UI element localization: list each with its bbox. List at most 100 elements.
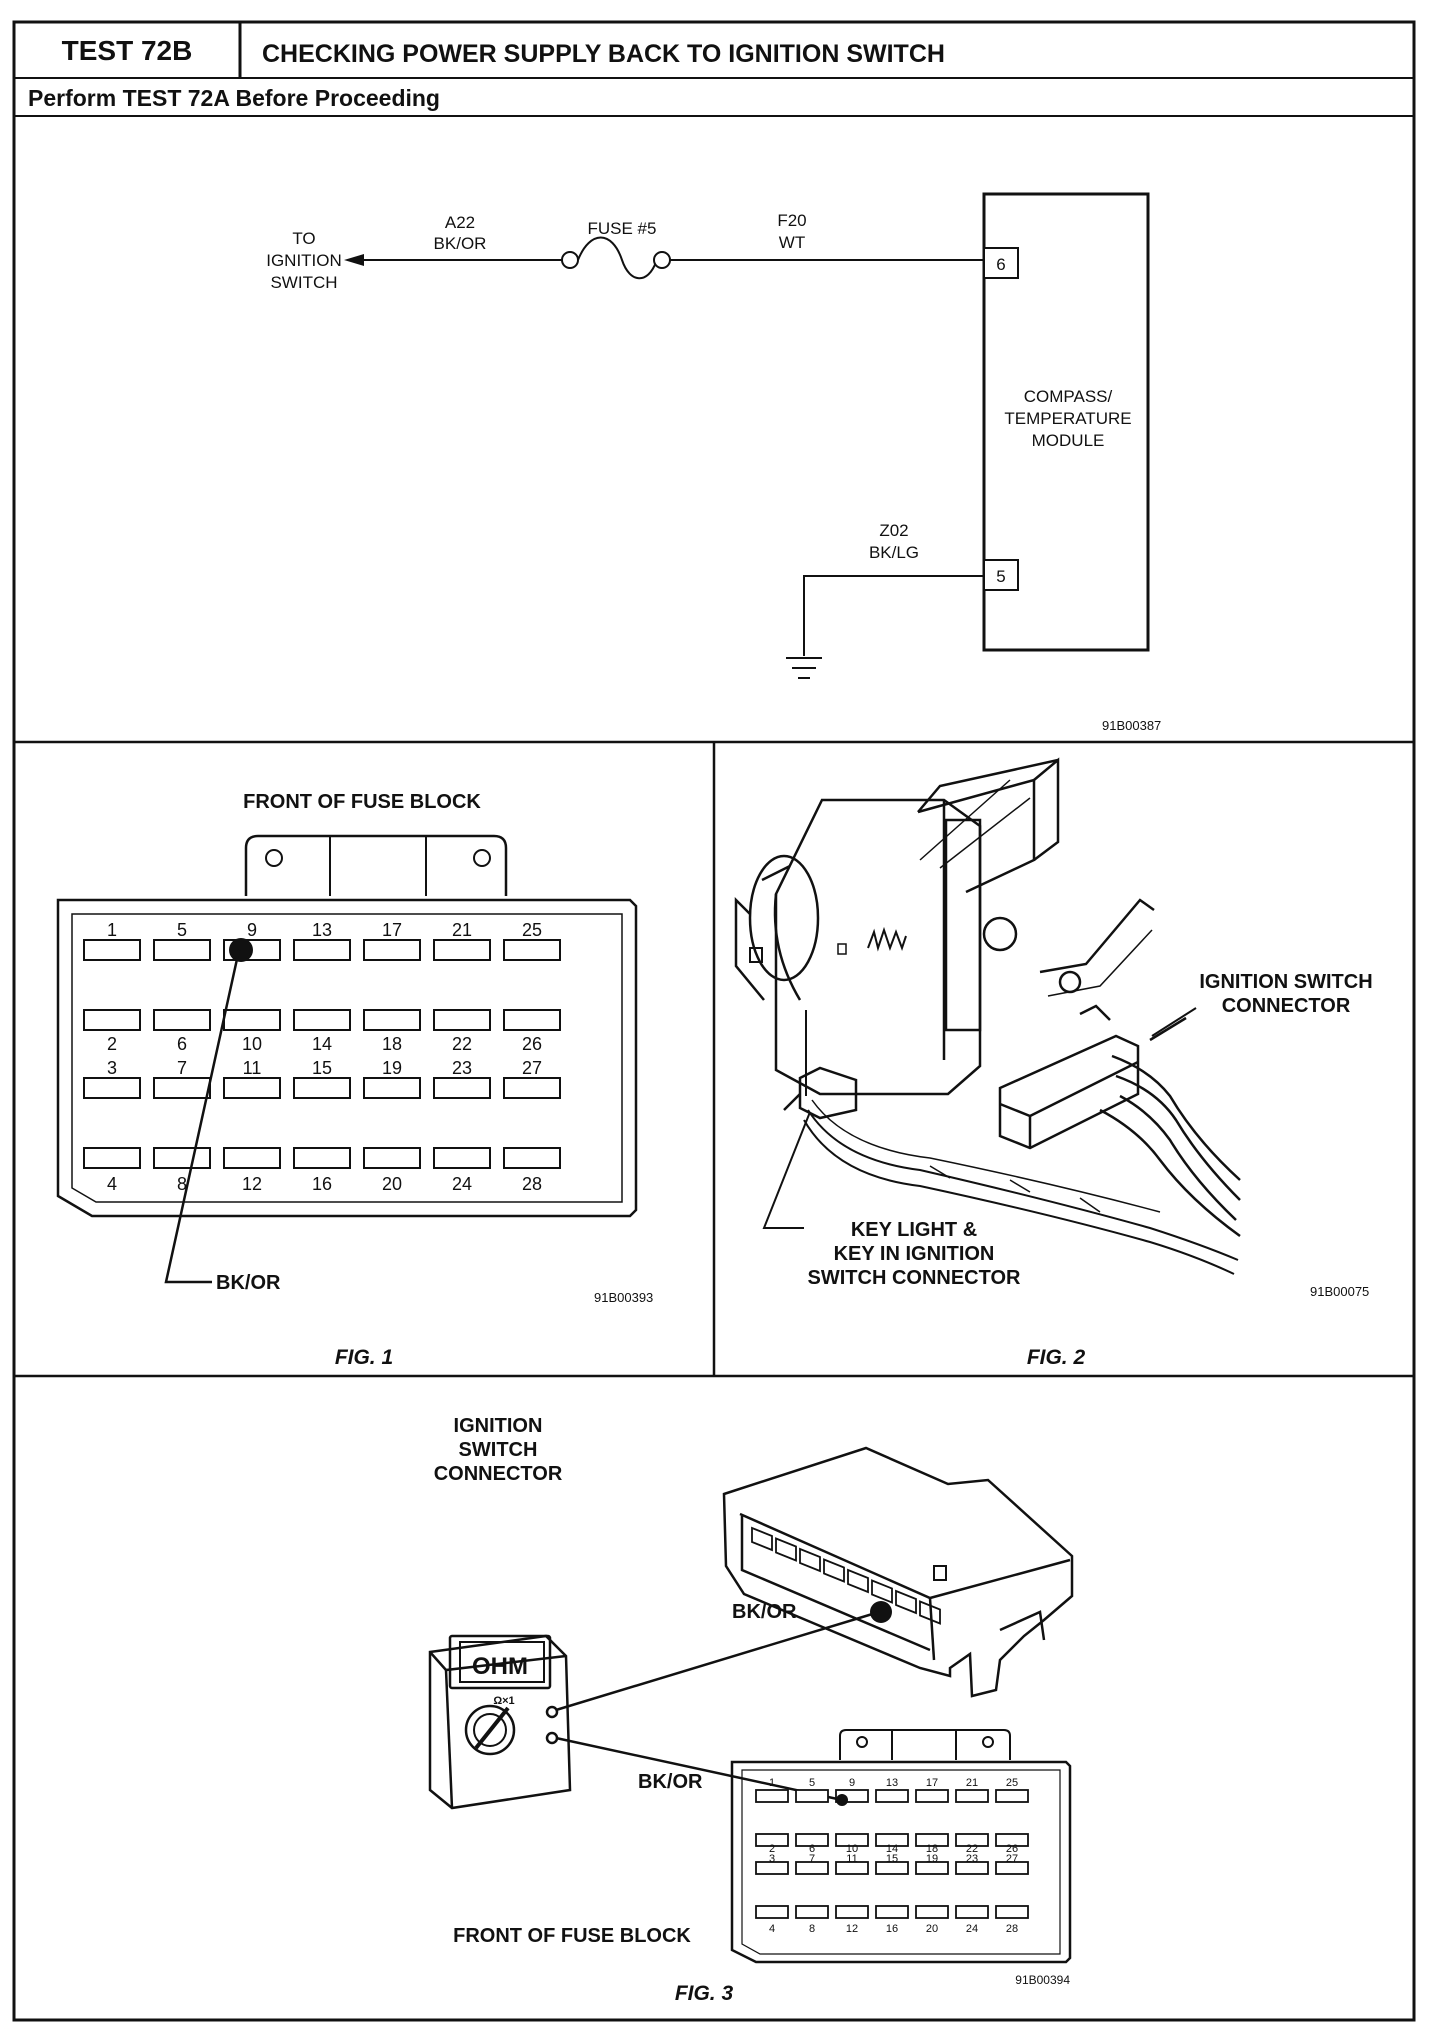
module-label-2: TEMPERATURE — [1004, 409, 1131, 428]
connector-cavity — [919, 1600, 941, 1625]
fuse-slot — [915, 1861, 949, 1875]
fuse-slot — [83, 1147, 141, 1169]
fuse-slot — [915, 1833, 949, 1847]
fig1-title: FRONT OF FUSE BLOCK — [243, 791, 481, 813]
meter-display: OHM — [472, 1653, 528, 1680]
wire-a22-color: BK/OR — [434, 234, 487, 253]
fuse-slot — [223, 1077, 281, 1099]
page-frame — [12, 20, 1416, 2022]
fuse-slot — [795, 1833, 829, 1847]
fuse-number: 17 — [926, 1777, 938, 1789]
arrow-icon — [344, 254, 364, 266]
fuse-slot — [995, 1833, 1029, 1847]
fuse-number: 9 — [247, 920, 257, 940]
fuse-number: 1 — [107, 920, 117, 940]
fuse-number: 7 — [809, 1853, 815, 1865]
to-label-2: IGNITION — [266, 251, 342, 270]
fuse-slot — [755, 1861, 789, 1875]
fig2-connector-label-1: IGNITION SWITCH — [1199, 971, 1372, 993]
fuse-slot — [363, 1147, 421, 1169]
fuse-slot — [755, 1833, 789, 1847]
fuse-slot — [503, 939, 561, 961]
fuse-slot — [433, 939, 491, 961]
fuse-slot — [363, 939, 421, 961]
fig2-code: 91B00075 — [1310, 1284, 1369, 1299]
meter-range: Ω×1 — [493, 1695, 514, 1707]
fuse-number: 18 — [926, 1843, 938, 1855]
fuse-slot — [293, 939, 351, 961]
pin-6-box — [983, 247, 1019, 279]
fuse-terminal-right — [653, 251, 671, 269]
small-fuse-slots: 1234567891011121314151617181920212223242… — [755, 1777, 1029, 1935]
fuse-number: 16 — [312, 1174, 332, 1194]
module-label-3: MODULE — [1032, 431, 1105, 450]
fuse-number: 28 — [1006, 1923, 1018, 1935]
fig2-connector-leader — [1151, 1007, 1197, 1037]
fuse-number: 21 — [966, 1777, 978, 1789]
fuse-number: 27 — [1006, 1853, 1018, 1865]
fuse-slot — [433, 1077, 491, 1099]
connector-cavity — [775, 1537, 797, 1562]
connector-cavity — [799, 1547, 821, 1573]
fuse-number: 4 — [769, 1923, 775, 1935]
fuse-number: 10 — [846, 1843, 858, 1855]
fig3-fuse-label: FRONT OF FUSE BLOCK — [453, 1925, 691, 1947]
fig1-caption: FIG. 1 — [335, 1346, 393, 1369]
fig3-connector-label-3: CONNECTOR — [434, 1463, 563, 1485]
fuse-slot — [835, 1861, 869, 1875]
fuse-slot — [433, 1009, 491, 1031]
fuse-number: 26 — [1006, 1843, 1018, 1855]
fuse-probe-point — [836, 1794, 848, 1806]
fig2-caption: FIG. 2 — [1027, 1346, 1086, 1369]
fuse-slot — [835, 1905, 869, 1919]
fig2-connector-label-2: CONNECTOR — [1222, 995, 1351, 1017]
fuse-slot — [755, 1789, 789, 1803]
fuse-symbol — [577, 236, 657, 280]
fuse-number: 11 — [846, 1853, 857, 1865]
drawing-code: 91B00387 — [1102, 718, 1161, 733]
to-label-1: TO — [292, 229, 315, 248]
test-id: TEST 72B — [62, 35, 193, 66]
fuse-slot — [955, 1861, 989, 1875]
ignition-switch-illustration — [734, 757, 1241, 1275]
fig3-connector-label-2: SWITCH — [459, 1439, 538, 1461]
connector-cavity — [847, 1568, 869, 1594]
fuse-slot — [223, 1147, 281, 1169]
connector-cavity — [823, 1558, 845, 1583]
fuse-number: 22 — [966, 1843, 978, 1855]
wire-z02-circuit: Z02 — [879, 521, 908, 540]
fuse-slot — [955, 1789, 989, 1803]
connector-cavity — [751, 1526, 773, 1552]
wire-z02 — [803, 575, 984, 656]
fuse-slot — [363, 1009, 421, 1031]
fuse-terminal-left — [561, 251, 579, 269]
fuse-number: 23 — [452, 1058, 472, 1078]
fuse-number: 17 — [382, 920, 402, 940]
fuse-slot — [995, 1861, 1029, 1875]
fuse-slot — [83, 1009, 141, 1031]
connector-cavity — [895, 1589, 917, 1615]
test-lead-1 — [555, 1610, 880, 1712]
fuse-number: 5 — [177, 920, 187, 940]
fuse-slot — [503, 1147, 561, 1169]
fuse-slot — [83, 939, 141, 961]
fuse-number: 24 — [452, 1174, 472, 1194]
fuse-slot — [955, 1833, 989, 1847]
fuse-slot — [875, 1861, 909, 1875]
connector-probe-point — [870, 1601, 892, 1623]
fuse-label: FUSE #5 — [588, 219, 657, 238]
fuse-slot — [153, 1077, 211, 1099]
wire-z02-color: BK/LG — [869, 543, 919, 562]
fuse-number: 10 — [242, 1034, 262, 1054]
fig3-code: 91B00394 — [1015, 1973, 1070, 1987]
fig3-caption: FIG. 3 — [675, 1982, 734, 2005]
fuse-number: 2 — [107, 1034, 117, 1054]
fuse-slot — [503, 1009, 561, 1031]
fuse-slot — [83, 1077, 141, 1099]
fuse-block — [56, 834, 638, 1218]
fuse-number: 7 — [177, 1058, 187, 1078]
fuse-number: 14 — [312, 1034, 332, 1054]
fig1-code: 91B00393 — [594, 1290, 653, 1305]
fuse-number: 16 — [886, 1923, 898, 1935]
fig2-key-label-2: KEY IN IGNITION — [834, 1243, 995, 1265]
